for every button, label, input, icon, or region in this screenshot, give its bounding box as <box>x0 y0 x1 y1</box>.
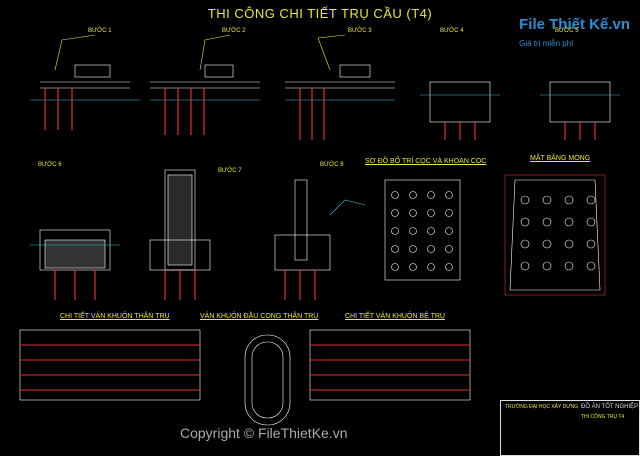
pile-circle <box>427 191 435 199</box>
step-label: BƯỚC 8 <box>320 162 344 168</box>
footing-formwork-heading: CHI TIẾT VÁN KHUÔN BỆ TRỤ <box>345 313 445 320</box>
pile-circle <box>520 195 530 205</box>
pile-circle <box>445 263 453 271</box>
pile-circle <box>427 263 435 271</box>
site-logo: File Thiết Kế.vn Giá trị miễn phí <box>519 16 630 50</box>
step-label: BƯỚC 2 <box>222 28 246 34</box>
step-label: BƯỚC 6 <box>38 162 62 168</box>
pile-circle <box>427 245 435 253</box>
pile-circle <box>409 209 417 217</box>
pile-circle <box>586 239 596 249</box>
drawing-title: THI CÔNG CHI TIẾT TRỤ CẦU (T4) <box>207 6 433 21</box>
pile-circle <box>409 245 417 253</box>
pile-circle <box>520 217 530 227</box>
pile-circle <box>409 191 417 199</box>
pile-circle <box>586 217 596 227</box>
pile-circle <box>586 261 596 271</box>
pile-circle <box>520 239 530 249</box>
pile-layout-heading: SƠ ĐỒ BỐ TRÍ CỌC VÀ KHOAN CỌC <box>365 158 487 165</box>
step-label: BƯỚC 1 <box>88 28 112 34</box>
logo-text: File Thiết Kế.vn <box>519 16 630 33</box>
logo-tagline: Giá trị miễn phí <box>519 39 574 48</box>
title-block: TRƯỜNG ĐẠI HỌC XÂY DỰNG ĐỒ ÁN TỐT NGHIỆP… <box>500 400 640 456</box>
pile-circle <box>391 227 399 235</box>
school-name: TRƯỜNG ĐẠI HỌC XÂY DỰNG <box>505 404 579 410</box>
pier-body-formwork-heading: CHI TIẾT VÁN KHUÔN THÂN TRỤ <box>60 313 170 320</box>
pile-circle <box>564 261 574 271</box>
pile-circle <box>564 217 574 227</box>
pile-circle <box>586 195 596 205</box>
pile-circle <box>445 227 453 235</box>
pile-circle <box>564 239 574 249</box>
step-label: BƯỚC 5 <box>555 28 579 34</box>
pile-circle <box>564 195 574 205</box>
pile-circle <box>445 209 453 217</box>
step-label: BƯỚC 7 <box>218 168 242 174</box>
pile-circle <box>427 209 435 217</box>
pile-circle <box>391 191 399 199</box>
sheet-name: THI CÔNG TRỤ T4 <box>581 414 625 420</box>
pile-circle <box>542 195 552 205</box>
project-name: ĐỒ ÁN TỐT NGHIỆP <box>581 404 639 410</box>
pile-circle <box>409 227 417 235</box>
pile-circle <box>409 263 417 271</box>
pile-circle <box>542 261 552 271</box>
pile-circle <box>391 263 399 271</box>
pile-circle <box>520 261 530 271</box>
foundation-plan-heading: MẶT BẰNG MÓNG <box>530 155 591 162</box>
pile-circle <box>542 239 552 249</box>
watermark: Copyright © FileThietKe.vn <box>180 425 348 441</box>
pile-circle <box>427 227 435 235</box>
step-label: BƯỚC 4 <box>440 28 464 34</box>
pier-cap-formwork-heading: VÁN KHUÔN ĐẦU CONG THÂN TRỤ <box>200 313 319 320</box>
pile-circle <box>391 209 399 217</box>
pile-circle <box>391 245 399 253</box>
pile-circle <box>445 191 453 199</box>
pile-circle <box>542 217 552 227</box>
step-label: BƯỚC 3 <box>348 28 372 34</box>
pile-circle <box>445 245 453 253</box>
